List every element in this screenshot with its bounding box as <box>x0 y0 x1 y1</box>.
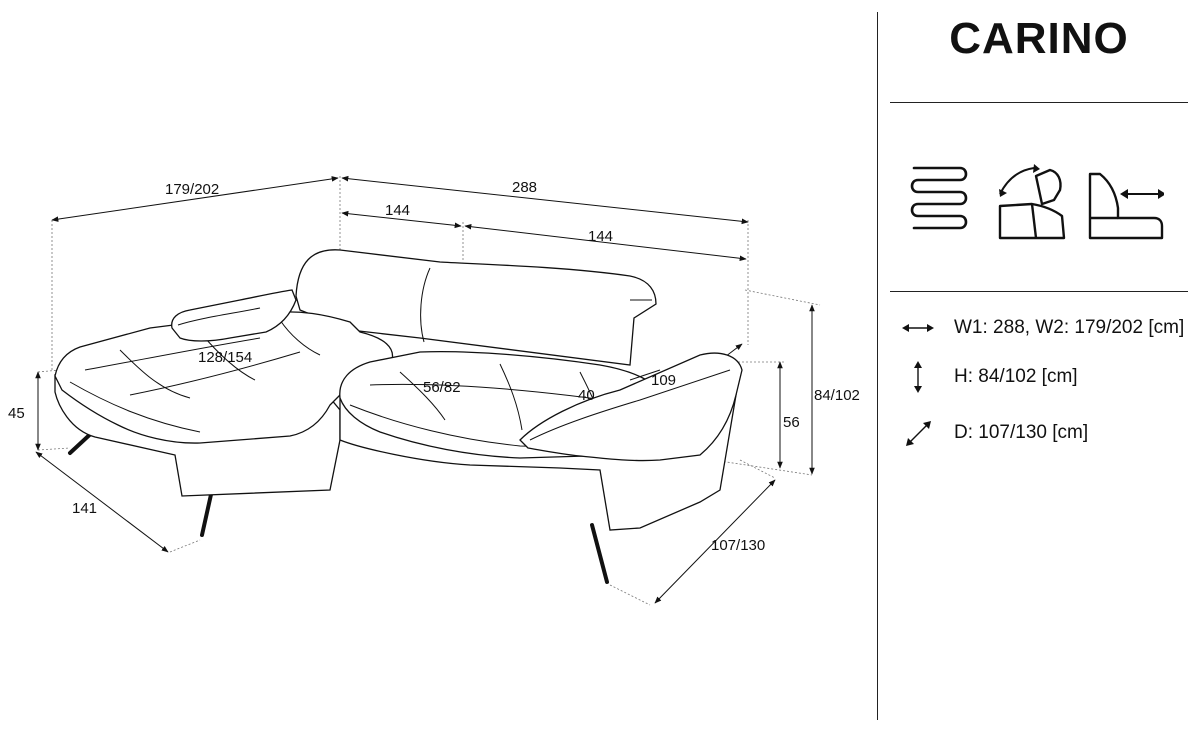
spec-row-depth: D: 107/130 [cm] <box>900 418 1200 448</box>
dim-chaise-width: 179/202 <box>165 181 219 198</box>
spec-panel: CARINO W1: 288, W2 <box>878 0 1200 740</box>
spec-depth-text: D: 107/130 [cm] <box>954 422 1089 443</box>
dim-total-height: 84/102 <box>814 387 860 404</box>
dim-seat-height: 45 <box>8 405 25 422</box>
dim-chaise-depth: 141 <box>72 500 97 517</box>
leg <box>200 488 214 537</box>
dim-left-section: 144 <box>385 202 410 219</box>
leg <box>590 523 609 584</box>
spec-height-text: H: 84/102 [cm] <box>954 366 1078 387</box>
sliding-seat-icon <box>1088 172 1164 240</box>
dim-back-depth: 109 <box>651 372 676 389</box>
divider <box>890 291 1188 292</box>
divider <box>890 102 1188 103</box>
spec-row-height: H: 84/102 [cm] <box>900 361 1200 393</box>
diagonal-arrows-icon <box>906 421 931 446</box>
spec-row-width: W1: 288, W2: 179/202 [cm] <box>900 313 1200 343</box>
sofa-technical-drawing: 179/202 288 144 144 128/154 56/82 40 109… <box>8 175 860 606</box>
dimension-labels: 179/202 288 144 144 128/154 56/82 40 109… <box>8 179 860 554</box>
spec-width-text: W1: 288, W2: 179/202 [cm] <box>954 317 1185 338</box>
dim-armrest-width: 40 <box>578 387 595 404</box>
dim-arm-height: 56 <box>783 414 800 431</box>
sofa-outline <box>54 249 743 584</box>
dim-right-section: 144 <box>588 228 613 245</box>
panel-divider <box>877 12 878 720</box>
horizontal-arrows-icon <box>902 324 934 332</box>
dim-total-depth: 107/130 <box>711 537 765 554</box>
vertical-arrows-icon <box>914 361 922 393</box>
adjustable-headrest-icon <box>998 164 1066 240</box>
spring-seat-icon <box>910 166 968 230</box>
dim-chaise-length: 128/154 <box>198 349 252 366</box>
dim-total-width: 288 <box>512 179 537 196</box>
feature-icons <box>910 164 1164 240</box>
dim-seat-depth: 56/82 <box>423 379 461 396</box>
product-title: CARINO <box>949 14 1129 63</box>
